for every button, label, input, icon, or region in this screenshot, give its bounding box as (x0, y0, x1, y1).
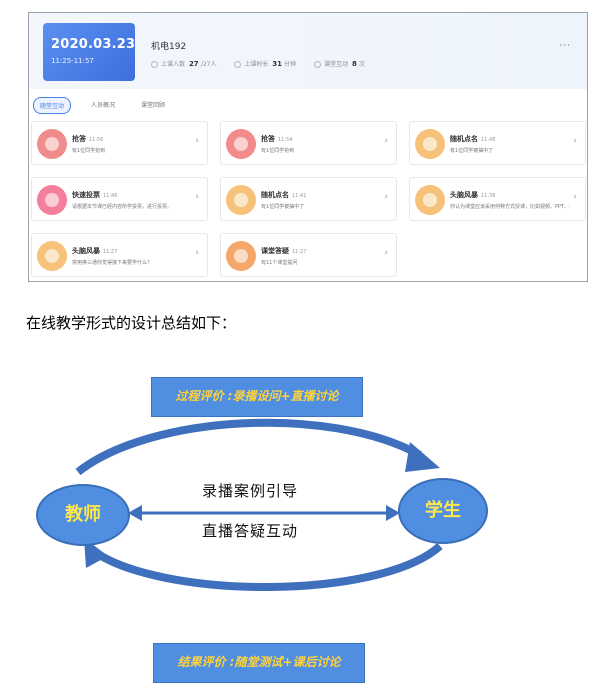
chevron-right-icon: › (573, 192, 577, 202)
top-arrow-head (405, 442, 440, 472)
top-cycle-arrow (75, 418, 422, 476)
summary-text: 在线教学形式的设计总结如下： (26, 314, 237, 332)
interaction-icon (314, 61, 322, 68)
bottom-cycle-arrow (89, 542, 443, 591)
teaching-design-diagram: 过程评价 :录播设问+直播讨论 教师 学生 录播案例引导 直播答疑互动 结果评价… (0, 360, 614, 693)
chevron-right-icon: › (384, 192, 388, 202)
chevron-right-icon: › (195, 136, 199, 146)
question-icon (226, 241, 256, 271)
class-name: 机电192 (151, 42, 187, 52)
chevron-right-icon: › (573, 136, 577, 146)
chevron-right-icon: › (384, 248, 388, 258)
date-card: 2020.03.23 11:25-11:57 (43, 23, 135, 81)
more-options-icon[interactable]: ··· (559, 41, 571, 51)
chevron-right-icon: › (384, 136, 388, 146)
chevron-right-icon: › (195, 248, 199, 258)
tab-interactions[interactable]: 随堂互动 (33, 97, 72, 114)
teacher-node: 教师 (36, 484, 130, 546)
stopwatch-icon (37, 129, 67, 159)
vote-icon (37, 185, 67, 215)
interaction-label: 直播答疑互动 (202, 522, 299, 540)
stopwatch-icon (226, 129, 256, 159)
people-icon (151, 61, 158, 68)
clock-icon (234, 61, 242, 68)
dice-icon (226, 185, 256, 215)
tab-review[interactable]: 课堂回顾 (141, 102, 166, 109)
class-report-screenshot: 2020.03.23 11:25-11:57 机电192 上课人数 27/27人… (28, 12, 588, 282)
process-evaluation-box: 过程评价 :录播设问+直播讨论 (151, 377, 363, 417)
chevron-right-icon: › (195, 192, 199, 202)
double-arrow-right-head (386, 505, 400, 521)
bulb-icon (415, 185, 445, 215)
tab-bar: 随堂互动 人员概况 课堂回顾 (33, 97, 171, 114)
double-arrow-left-head (128, 505, 142, 521)
class-date: 2020.03.23 (51, 37, 136, 52)
class-header: 2020.03.23 11:25-11:57 机电192 上课人数 27/27人… (29, 13, 587, 89)
bulb-icon (37, 241, 67, 271)
stat-attendance: 上课人数 27/27人 (151, 59, 216, 68)
guide-label: 录播案例引导 (202, 482, 299, 500)
diagram-arrows (75, 418, 443, 591)
student-node: 学生 (398, 478, 488, 544)
tab-people[interactable]: 人员概况 (91, 102, 116, 109)
class-time: 11:25-11:57 (51, 57, 94, 65)
dice-icon (415, 129, 445, 159)
result-evaluation-box: 结果评价 :随堂测试+课后讨论 (153, 643, 365, 683)
